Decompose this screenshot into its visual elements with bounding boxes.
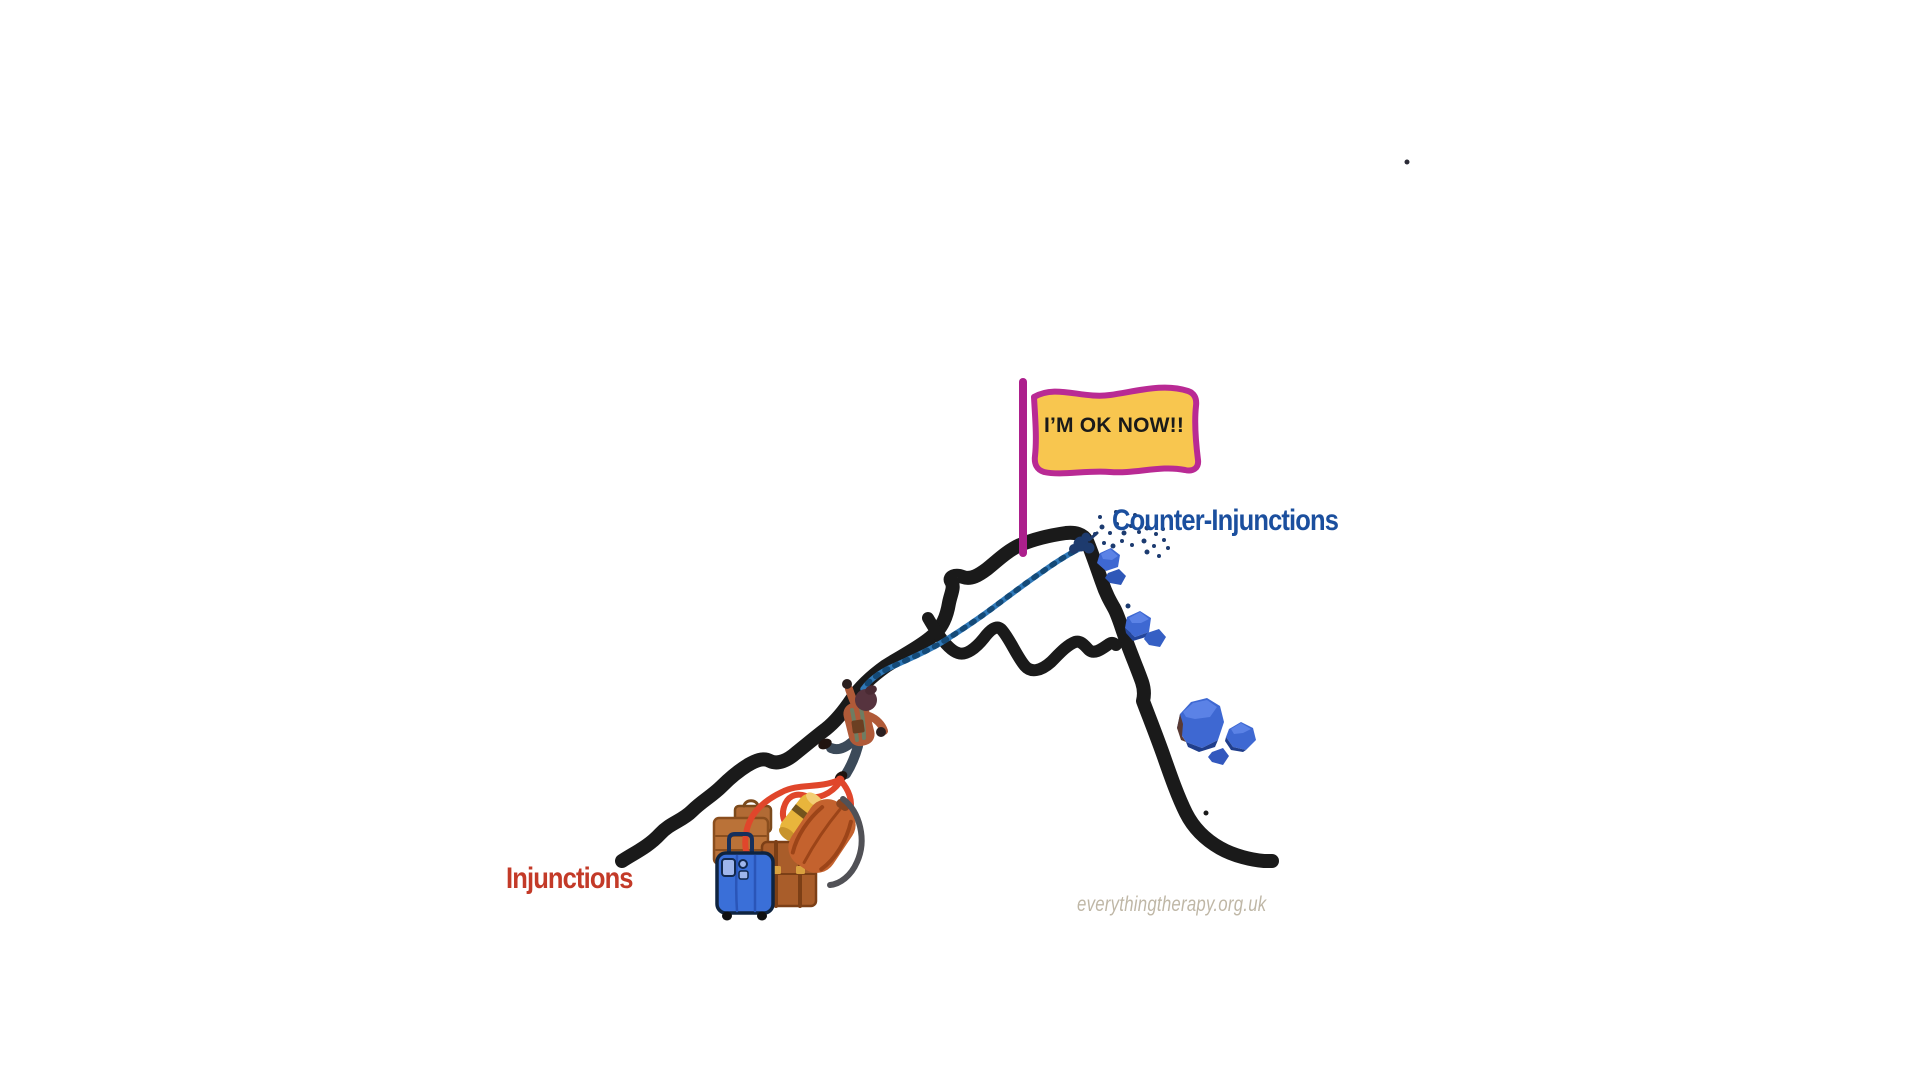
backpack-seam — [802, 807, 842, 865]
climber-hip-pack — [851, 719, 865, 734]
rock-mid-2 — [1144, 629, 1166, 647]
rock-speck — [1203, 810, 1209, 816]
drag-rope-strand — [779, 779, 843, 827]
rock-facet — [1101, 549, 1118, 560]
flag-icon — [1019, 378, 1202, 557]
suitcase-wheel — [757, 911, 767, 921]
suitcase-button — [738, 870, 749, 880]
flag-label: I’M OK NOW!! — [1043, 414, 1185, 437]
counter-injunctions-label: Counter-Injunctions — [1112, 504, 1339, 537]
climber-hair-bun — [865, 685, 877, 695]
flag-banner — [1031, 384, 1202, 477]
rocks-icon — [1097, 548, 1256, 816]
backpack-seam — [790, 805, 825, 855]
mountain-ridge-path — [615, 525, 1279, 868]
climbing-rope-texture — [860, 544, 1086, 692]
backpack-strap-loop — [827, 796, 865, 888]
suitcase-wheel — [722, 911, 732, 921]
rock-shadow — [1225, 737, 1246, 752]
climber-right-leg — [841, 741, 863, 779]
climber-left-boot — [818, 738, 832, 750]
mountain-icon — [615, 525, 1279, 868]
climber-left-leg — [826, 737, 857, 755]
luggage-icon — [712, 775, 865, 921]
stray-dot — [1404, 159, 1410, 165]
rock-tiny — [1208, 748, 1229, 765]
suitcase-button — [738, 859, 748, 869]
rock-facet — [1231, 723, 1251, 734]
rock-small-2 — [1105, 569, 1126, 585]
rock-facet — [1129, 612, 1149, 623]
trunk-latch — [796, 866, 805, 874]
climber-right-hand — [876, 727, 886, 737]
injunctions-label: Injunctions — [506, 862, 634, 895]
backpack — [788, 798, 856, 873]
rock-facet — [1183, 700, 1217, 719]
backpack-body — [788, 799, 856, 873]
drag-rope-strand — [742, 777, 842, 863]
climber-icon — [818, 679, 888, 783]
suitcase-seam — [735, 854, 757, 913]
suitcase-tag — [721, 858, 736, 877]
watermark: everythingtherapy.org.uk — [1077, 893, 1267, 916]
rock-debris-particles — [1093, 510, 1170, 609]
climber-left-hand — [842, 679, 852, 689]
rock-shadow — [1186, 740, 1218, 752]
rock-shadow — [1125, 628, 1149, 641]
suitcase-handle — [727, 832, 754, 859]
rope-icon — [860, 531, 1099, 692]
mountain-ledge-path — [922, 612, 1122, 677]
brown-case-handle — [742, 799, 760, 808]
rock-shadow-brown — [1177, 714, 1186, 742]
backpack-seam — [819, 819, 853, 872]
